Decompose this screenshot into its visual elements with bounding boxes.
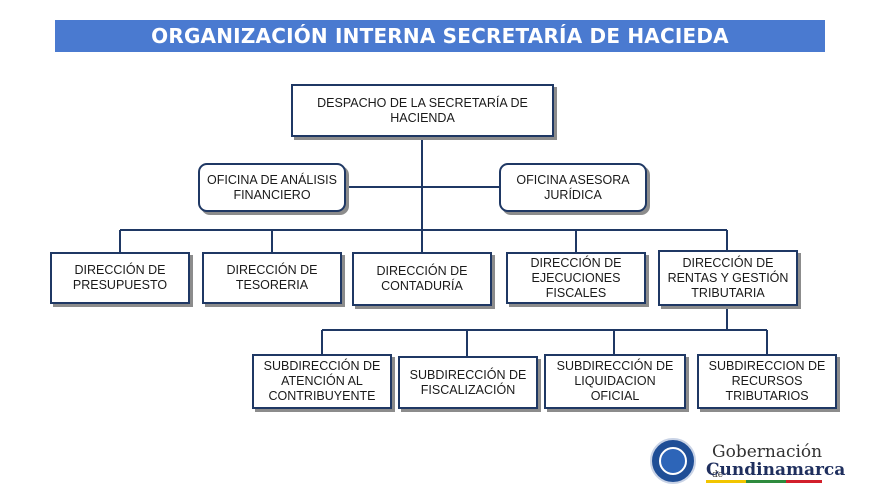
node-direccion-tesoreria: DIRECCIÓN DE TESORERIA [202,252,342,304]
gobernacion-logo: Gobernación de Cundinamarca [650,434,845,488]
node-oficina-asesora-juridica: OFICINA ASESORA JURÍDICA [499,163,647,212]
node-oficina-analisis-financiero: OFICINA DE ANÁLISIS FINANCIERO [198,163,346,212]
node-direccion-contaduria: DIRECCIÓN DE CONTADURÍA [352,252,492,306]
logo-cundinamarca-text: Cundinamarca [706,460,846,480]
node-direccion-ejecuciones-fiscales: DIRECCIÓN DE EJECUCIONES FISCALES [506,252,646,304]
node-subdireccion-fiscalizacion: SUBDIRECCIÓN DE FISCALIZACIÓN [398,356,538,409]
department-seal-icon [650,438,696,484]
node-direccion-presupuesto: DIRECCIÓN DE PRESUPUESTO [50,252,190,304]
logo-stripe-red [786,480,822,483]
logo-de-text: de [712,470,724,480]
node-subdireccion-liquidacion: SUBDIRECCIÓN DE LIQUIDACION OFICIAL [544,354,686,409]
logo-gobernacion-text: Gobernación [712,442,823,462]
logo-stripe-green [746,480,786,483]
node-despacho: DESPACHO DE LA SECRETARÍA DE HACIENDA [291,84,554,137]
node-direccion-rentas: DIRECCIÓN DE RENTAS Y GESTIÓN TRIBUTARIA [658,250,798,306]
node-subdireccion-atencion: SUBDIRECCIÓN DE ATENCIÓN AL CONTRIBUYENT… [252,354,392,409]
node-subdireccion-recursos: SUBDIRECCION DE RECURSOS TRIBUTARIOS [697,354,837,409]
page-title: ORGANIZACIÓN INTERNA SECRETARÍA DE HACIE… [55,20,825,52]
logo-stripe-yellow [706,480,746,483]
